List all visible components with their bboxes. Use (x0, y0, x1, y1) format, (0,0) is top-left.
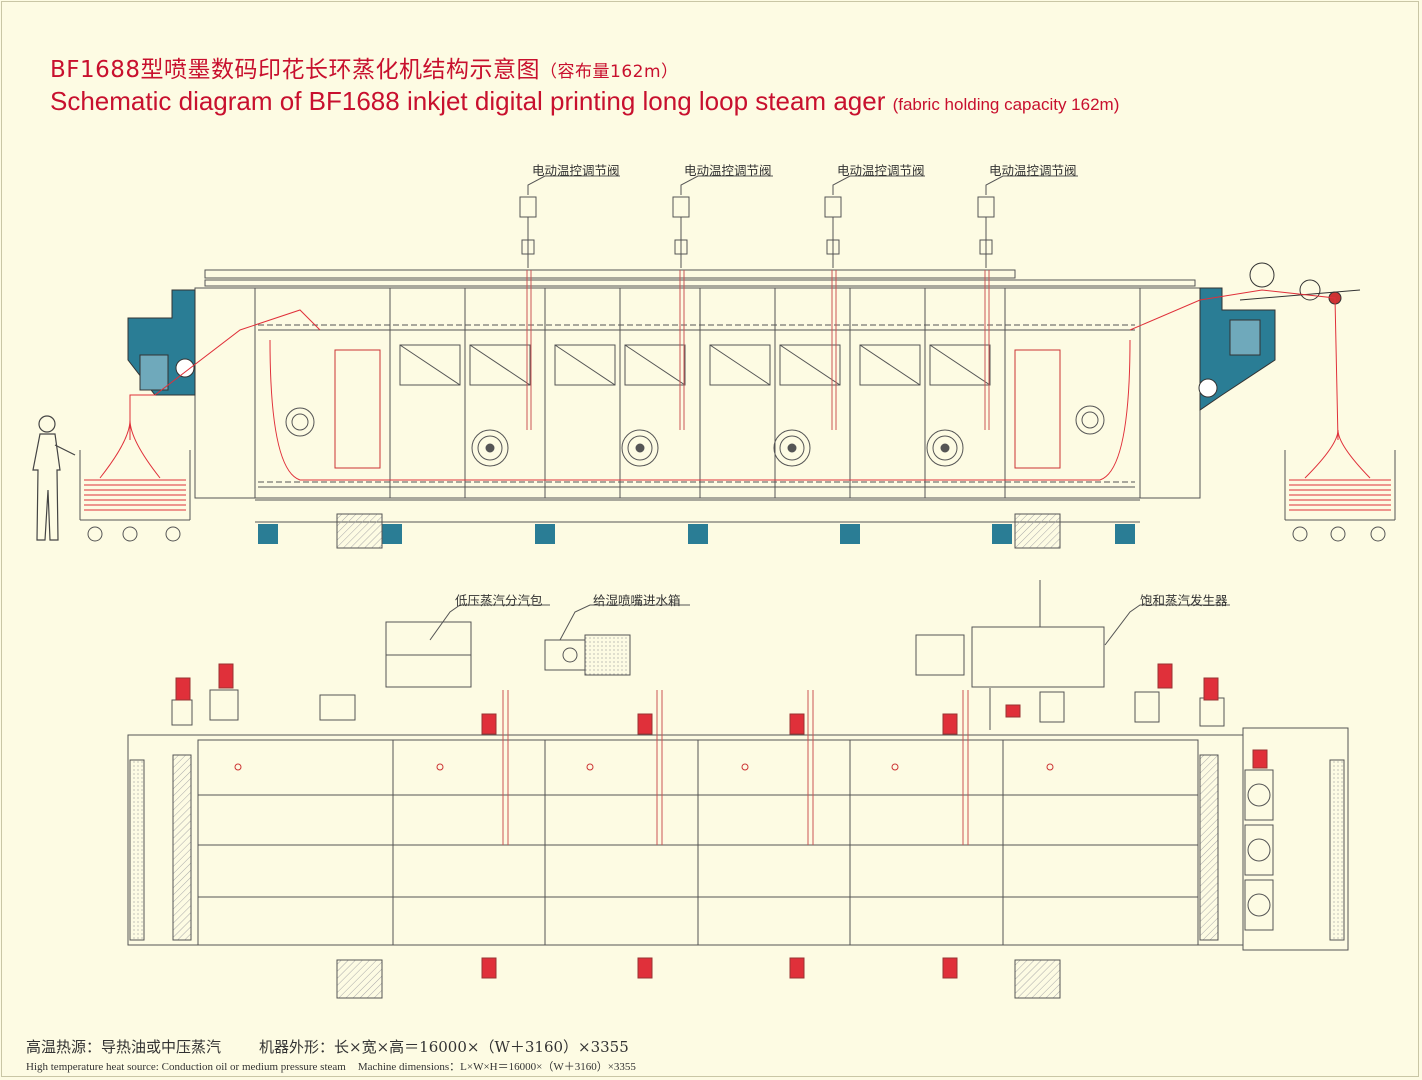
feed-cart (79, 419, 191, 542)
title-cn-note: （容布量162m） (540, 62, 679, 82)
side-view (194, 175, 1201, 549)
entry-unit (127, 289, 196, 396)
callout-steam-generator: 饱和蒸汽发生器 (1140, 593, 1228, 608)
machine-feet (258, 524, 1135, 544)
drive-motors (171, 689, 1225, 727)
operator-figure (32, 415, 76, 541)
title-en-main: Schematic diagram of BF1688 inkjet digit… (50, 86, 886, 116)
steam-generator (915, 580, 1230, 730)
exit-unit (1198, 262, 1361, 411)
steam-header (385, 604, 550, 688)
steamer-housing (194, 287, 1201, 499)
top-rail (204, 269, 1016, 279)
footer-cn: 高温热源：导热油或中压蒸汽 机器外形：长×宽×高＝16000×（W＋3160）×3… (26, 1036, 629, 1057)
footer-en: High temperature heat source: Conduction… (26, 1058, 636, 1074)
title-en-note: (fabric holding capacity 162m) (892, 95, 1120, 114)
callout-steam-header: 低压蒸汽分汽包 (455, 593, 543, 608)
footer-heat-source-en: High temperature heat source: Conduction… (26, 1061, 346, 1073)
title-en: Schematic diagram of BF1688 inkjet digit… (50, 86, 1119, 117)
footer-dimensions-en: Machine dimensions：L×W×H＝16000×（W＋3160）×… (357, 1061, 636, 1073)
callout-valve-3: 电动温控调节阀 (837, 163, 925, 178)
fabric-path (129, 289, 1339, 481)
footer-dimensions-cn: 机器外形：长×宽×高＝16000×（W＋3160）×3355 (259, 1038, 629, 1056)
callout-water-tank: 给湿喷嘴进水箱 (593, 593, 681, 608)
circulation-fans (285, 405, 1105, 467)
footer-heat-source-cn: 高温热源：导热油或中压蒸汽 (26, 1038, 222, 1056)
control-valves (519, 196, 995, 268)
plan-frame (127, 734, 1244, 946)
callout-valve-1: 电动温控调节阀 (532, 163, 620, 178)
plan-view (127, 580, 1349, 999)
title-cn: BF1688型喷墨数码印花长环蒸化机结构示意图（容布量162m） (50, 50, 679, 84)
heater-boxes (399, 344, 991, 386)
water-tank (544, 604, 690, 676)
callout-valve-2: 电动温控调节阀 (684, 163, 772, 178)
steam-pipes (526, 270, 990, 430)
takeoff-cart (1284, 429, 1396, 542)
title-cn-main: BF1688型喷墨数码印花长环蒸化机结构示意图 (50, 57, 541, 83)
callout-valve-4: 电动温控调节阀 (989, 163, 1077, 178)
